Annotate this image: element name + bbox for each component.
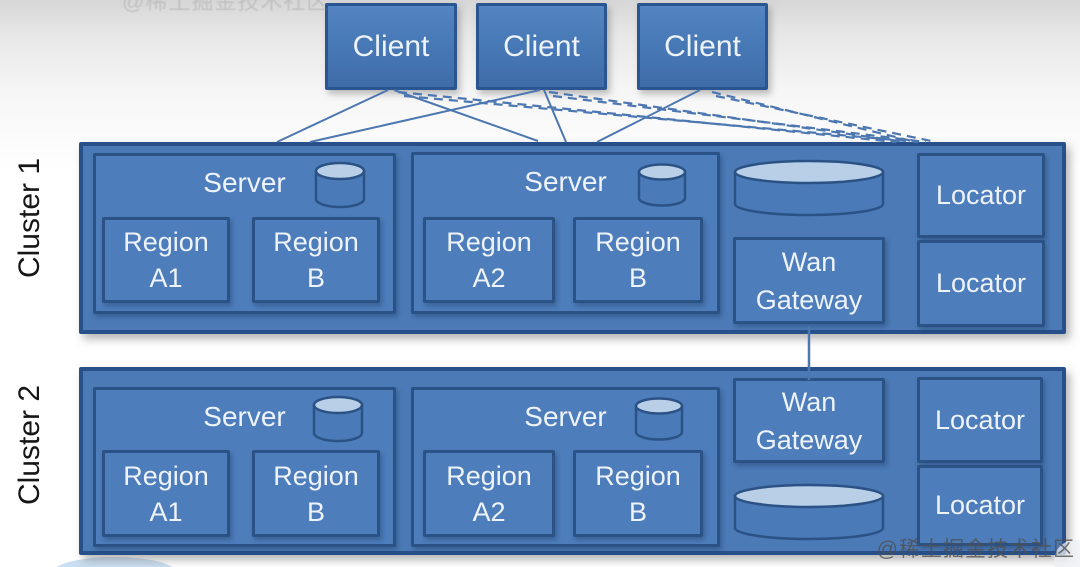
region-label: Region A2 bbox=[446, 460, 532, 527]
client-label: Client bbox=[352, 29, 430, 63]
region-label: Region B bbox=[595, 227, 681, 293]
connection-line-dashed bbox=[715, 94, 937, 144]
cluster-2-region-a1-box: Region A1 bbox=[102, 450, 230, 537]
cluster-1-region-b-box-2: Region B bbox=[573, 217, 703, 303]
region-label: Region B bbox=[595, 460, 681, 527]
region-label: Region B bbox=[273, 227, 359, 293]
watermark-top-fragment: @稀土掘金技术社区 bbox=[122, 0, 330, 14]
watermark-bottom-right: @稀土掘金技术社区 bbox=[876, 538, 1075, 561]
region-label: Region B bbox=[273, 460, 359, 527]
connection-line-dashed bbox=[548, 90, 907, 144]
cluster-2-locator-2-box: Locator bbox=[917, 465, 1043, 546]
connection-line-solid bbox=[596, 89, 701, 143]
locator-label: Locator bbox=[934, 404, 1026, 435]
region-label: Region A1 bbox=[123, 460, 209, 527]
connection-line-dashed bbox=[403, 94, 919, 144]
cluster-2-region-b-box-1: Region B bbox=[252, 450, 380, 537]
connection-line-solid bbox=[276, 89, 389, 143]
client-node-3: Client bbox=[637, 3, 768, 90]
cluster-2-label: Cluster 2 bbox=[13, 384, 46, 506]
server-label: Server bbox=[524, 401, 607, 432]
client-connection-lines bbox=[276, 89, 937, 144]
region-label: Region A1 bbox=[123, 227, 209, 293]
cluster-1-wan-gateway-box: Wan Gateway bbox=[733, 237, 885, 324]
decorative-blob bbox=[52, 557, 177, 567]
cluster-1-locator-1-box: Locator bbox=[917, 153, 1045, 238]
wan-gateway-label: Wan Gateway bbox=[755, 246, 863, 315]
wan-gateway-label: Wan Gateway bbox=[755, 386, 863, 455]
cluster-1-region-b-box-1: Region B bbox=[252, 217, 380, 303]
connection-line-dashed bbox=[711, 90, 917, 144]
locator-label: Locator bbox=[935, 268, 1027, 298]
connection-line-dashed bbox=[552, 94, 927, 144]
server-label: Server bbox=[524, 166, 607, 197]
locator-label: Locator bbox=[934, 490, 1026, 520]
cluster-2-locator-1-box: Locator bbox=[917, 377, 1043, 463]
cluster-2-wan-gateway-box: Wan Gateway bbox=[733, 378, 885, 463]
cluster-1-region-a2-box: Region A2 bbox=[423, 217, 555, 303]
server-label: Server bbox=[203, 167, 286, 198]
connection-line-solid bbox=[309, 89, 541, 143]
cluster-2-region-b-box-2: Region B bbox=[573, 450, 703, 537]
client-node-1: Client bbox=[325, 3, 457, 90]
client-node-2: Client bbox=[476, 3, 607, 90]
connection-line-dashed bbox=[397, 90, 897, 144]
cluster-2-region-a2-box: Region A2 bbox=[423, 450, 555, 537]
cluster-1-label: Cluster 1 bbox=[13, 157, 46, 279]
cluster-1-region-a1-box: Region A1 bbox=[102, 217, 230, 303]
client-label: Client bbox=[664, 29, 741, 63]
connection-line-solid bbox=[543, 89, 567, 143]
cluster-1-locator-2-box: Locator bbox=[917, 240, 1045, 327]
server-label: Server bbox=[203, 401, 286, 432]
locator-label: Locator bbox=[935, 180, 1027, 210]
connection-line-solid bbox=[393, 89, 539, 142]
region-label: Region A2 bbox=[446, 227, 532, 293]
client-label: Client bbox=[503, 29, 580, 63]
